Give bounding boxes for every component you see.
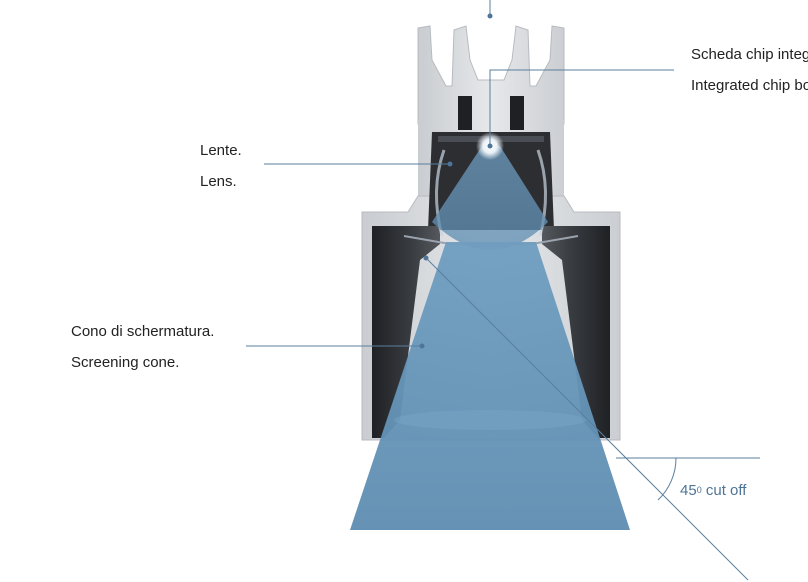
chip-dot [487,143,493,149]
lens-dot [447,161,453,167]
screening-cone-left [372,226,440,438]
chip-leader-line [489,69,674,146]
light-beam [350,146,630,530]
cone-label-it: Cono di schermatura. [71,323,215,340]
cutoff-angle-label: 450 cut off [680,482,746,500]
cutoff-degree-mark: 0 [696,485,702,495]
leader-lines [246,0,760,581]
leader-dots [419,13,493,349]
lens-label-it: Lente. [200,142,242,159]
lens-label-en: Lens. [200,173,237,190]
chip-label-en: Integrated chip board. [691,77,808,94]
cutoff-line [425,257,749,581]
cutoff-arc [657,457,677,501]
screening-cone-right [542,226,610,438]
cutoff-angle-value: 45 [680,482,697,499]
heatsink [417,25,565,125]
cone-label-en: Screening cone. [71,354,180,371]
beam-lower [350,242,630,530]
beam-light-edge [394,410,586,430]
cutoff-text: cut off [705,482,747,499]
cone-dot [419,343,425,349]
cutoff-dot [423,255,429,261]
chip-label-it: Scheda chip integrato. [691,46,808,63]
slot-right [510,96,524,130]
top-dot [487,13,493,19]
inner-cavity [372,96,610,438]
slot-left [458,96,472,130]
beam-upper [432,146,548,250]
